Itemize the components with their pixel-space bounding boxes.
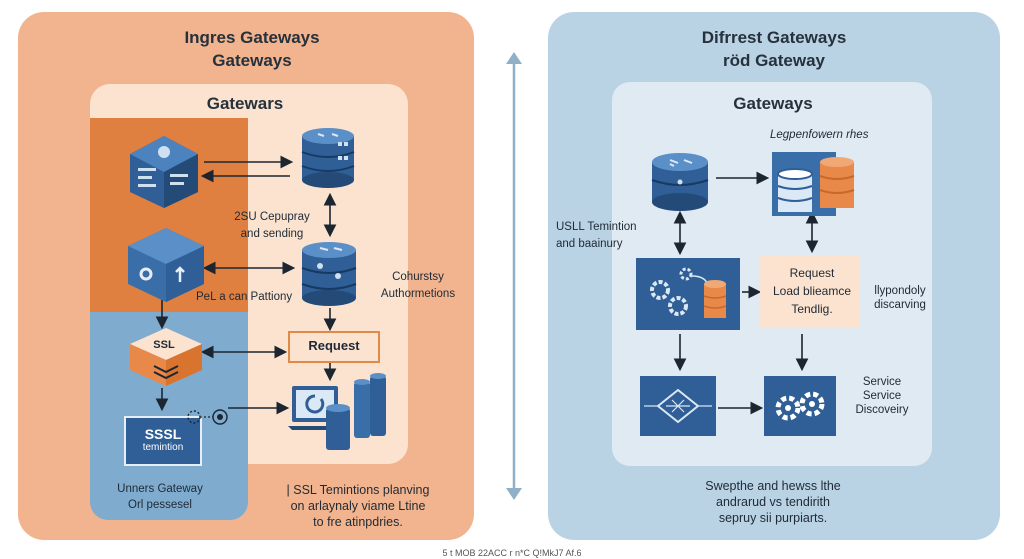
- footer-text: 5 t MOB 22ACC r n*C Q!MkJ7 Af.6: [442, 548, 582, 558]
- right-caption-line1: Swepthe and hewss lthe: [705, 479, 841, 493]
- bottom-left-label: Unners Gateway Orl pessesel: [100, 482, 220, 512]
- request-box: [288, 331, 380, 363]
- right-caption: Swepthe and hewss lthe andrarud vs tendi…: [660, 478, 886, 526]
- server-cube-icon: [130, 136, 198, 208]
- left-inner-title: Gatewars: [206, 94, 284, 113]
- network-link-icon: [187, 409, 228, 425]
- sssl-line2: temintion: [142, 442, 184, 453]
- usll-line1: USLL Temintion: [556, 221, 637, 233]
- network-diamond-icon: [640, 376, 716, 436]
- database-icon-2: [301, 242, 357, 306]
- router-database-icon: [651, 153, 709, 211]
- discover-line2: discarving: [874, 299, 926, 311]
- right-title-line1: Difrrest Gateways: [701, 28, 847, 47]
- left-title-line2: Gateways: [212, 51, 292, 70]
- gateway-cube-icon: [128, 228, 204, 302]
- sssl-line1: SSSL: [144, 426, 182, 442]
- service-line3: Discoveiry: [855, 404, 909, 416]
- service-line2: Service: [862, 390, 902, 402]
- right-title: Difrrest Gateways röd Gateway: [640, 26, 908, 72]
- ssl-box-icon: [130, 328, 202, 386]
- service-gears-icon: [764, 376, 836, 436]
- usll-label: USLL Temintion and baainury: [556, 220, 637, 251]
- discover-line1: llypondoly: [874, 285, 926, 297]
- right-inner-title: Gateways: [733, 94, 813, 113]
- bottom-left-line2: Orl pessesel: [128, 499, 192, 511]
- capacity-label: 2SU Cepupray and sending: [222, 210, 322, 241]
- left-caption-line2: on arlaynaly viame Ltine: [290, 499, 426, 513]
- server-workstation-icon: [288, 373, 386, 450]
- right-title-line2: röd Gateway: [722, 51, 826, 70]
- load-request-line3: Tendlig.: [791, 302, 833, 316]
- discover-label: llypondoly discarving: [860, 284, 940, 312]
- capacity-line1: 2SU Cepupray: [234, 211, 310, 223]
- right-caption-line2: andrarud vs tendirith: [716, 495, 830, 509]
- service-label: Service Service Discoveiry: [842, 375, 922, 417]
- database-icon: [301, 128, 355, 188]
- courtesy-line2: Authormetions: [380, 288, 456, 300]
- divider-arrow: [506, 52, 522, 500]
- courtesy-label: Cohurstsy Authormetions: [366, 270, 470, 301]
- sssl-label: SSSL temintion: [124, 426, 202, 454]
- load-request-line2: Load blieamce: [772, 284, 852, 298]
- load-balance-label: Request Load blieamce Tendlig.: [760, 264, 864, 318]
- left-title-line1: Ingres Gateways: [184, 28, 320, 47]
- gears-database-icon: [636, 258, 740, 330]
- ssl-label: SSL: [153, 339, 175, 351]
- left-caption-line1: | SSL Temintions planving: [286, 483, 430, 497]
- usll-line2: and baainury: [556, 238, 623, 250]
- request-label: Request: [308, 338, 360, 353]
- load-request-line1: Request: [789, 266, 835, 280]
- left-caption-line3: to fre atinpdries.: [313, 515, 403, 529]
- right-caption-line3: sepruy sii purpiarts.: [718, 511, 828, 525]
- service-line1: Service: [862, 376, 902, 388]
- left-caption: | SSL Temintions planving on arlaynaly v…: [258, 482, 458, 530]
- pathony-label: PeL a can Pattiony: [196, 291, 293, 303]
- capacity-line2: and sending: [240, 228, 304, 240]
- sssl-termination-box: [124, 416, 202, 466]
- legend-label: Legpenfowern rhes: [770, 129, 869, 141]
- storage-stack-icon: [772, 152, 855, 216]
- load-balance-request-box: [760, 256, 860, 328]
- bottom-left-line1: Unners Gateway: [117, 483, 203, 495]
- courtesy-line1: Cohurstsy: [392, 271, 444, 283]
- left-title: Ingres Gateways Gateways: [120, 26, 384, 72]
